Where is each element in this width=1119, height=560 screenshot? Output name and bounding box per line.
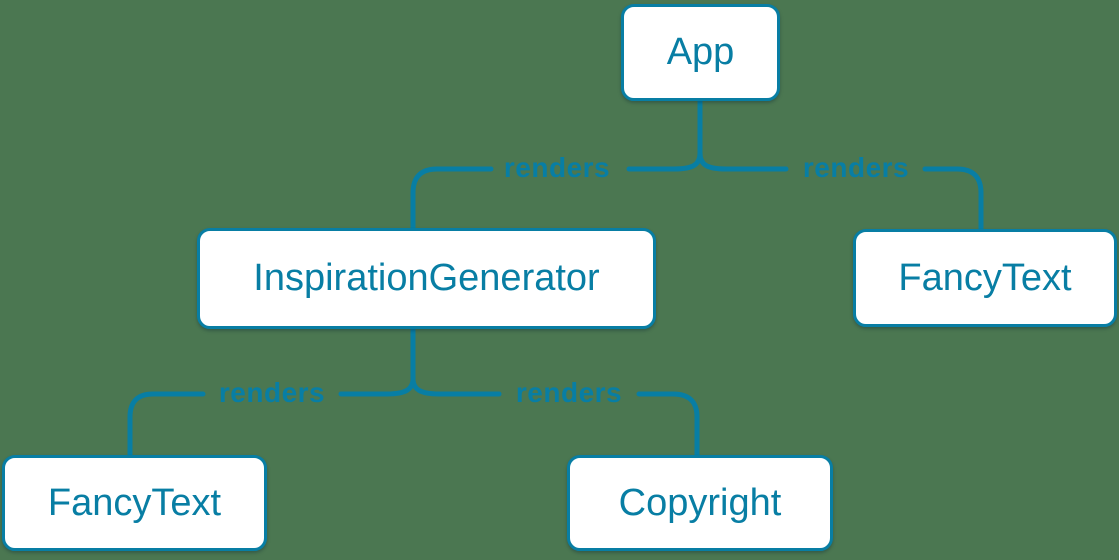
node-copyright: Copyright [567, 455, 833, 551]
edge-label-renders-app-fancytext: renders [802, 152, 910, 183]
node-inspiration-generator: InspirationGenerator [197, 228, 656, 329]
node-fancy-text-bottom: FancyText [2, 455, 267, 551]
node-app-label: App [666, 31, 735, 73]
node-fancy-text-top-label: FancyText [898, 256, 1072, 299]
edge-app-to-fancytext [697, 150, 984, 232]
node-copyright-label: Copyright [618, 481, 782, 524]
node-inspiration-generator-label: InspirationGenerator [253, 257, 600, 299]
edge-label-renders-inspirationgenerator-fancytext: renders [218, 377, 326, 408]
node-app: App [621, 4, 780, 101]
edge-inspirationgenerator-to-copyright [410, 376, 700, 458]
edge-label-renders-inspirationgenerator-copyright: renders [515, 377, 623, 408]
node-fancy-text-bottom-label: FancyText [47, 481, 222, 524]
node-fancy-text-top: FancyText [853, 229, 1117, 327]
edge-label-renders-app-inspirationgenerator: renders [503, 152, 611, 183]
